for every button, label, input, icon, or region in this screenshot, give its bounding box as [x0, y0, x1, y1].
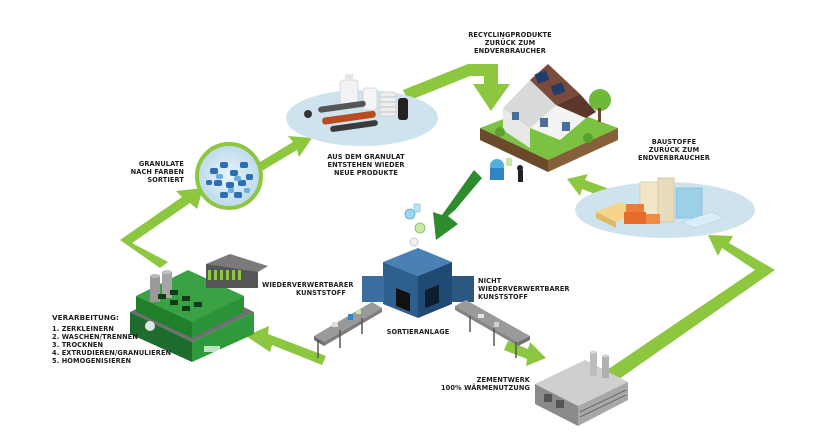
label-recyclable-plastic: WIEDERVERWERTBARER KUNSTSTOFF — [262, 281, 354, 297]
processing-step: 2. WASCHEN/TRENNEN — [52, 333, 138, 341]
processing-steps-list: VERARBEITUNG: 1. ZERKLEINERN 2. WASCHEN/… — [52, 313, 172, 366]
processing-step: 4. EXTRUDIEREN/GRANULIEREN — [52, 349, 172, 357]
arrow-factory-to-granulate — [120, 188, 203, 268]
arrow-granulate-to-products — [250, 136, 312, 175]
label-sorting-plant: SORTIERANLAGE — [386, 328, 450, 336]
arrow-consumer-to-sorting — [433, 170, 482, 240]
label-granulate: GRANULATE NACH FARBEN SORTIERT — [130, 160, 184, 184]
consumer-house-illustration — [480, 64, 618, 182]
arrow-cement-to-materials — [604, 235, 775, 384]
building-materials-illustration — [575, 177, 755, 238]
arrow-products-to-consumer — [403, 64, 510, 111]
granulate-circle-illustration — [195, 142, 263, 210]
cement-plant-illustration — [535, 350, 628, 426]
new-products-illustration — [286, 74, 438, 146]
sorting-plant-illustration — [362, 203, 474, 318]
label-building-materials: BAUSTOFFE ZURÜCK ZUM ENDVERBRAUCHER — [638, 138, 710, 162]
processing-step: 3. TROCKNEN — [52, 341, 104, 349]
processing-title: VERARBEITUNG: — [52, 313, 119, 322]
label-non-recyclable-plastic: NICHT WIEDERVERWERTBARER KUNSTSTOFF — [478, 277, 570, 301]
label-new-products: AUS DEM GRANULAT ENTSTEHEN WIEDER NEUE P… — [327, 153, 405, 177]
processing-step: 5. HOMOGENISIEREN — [52, 357, 132, 365]
processing-step: 1. ZERKLEINERN — [52, 325, 115, 333]
recycling-factory-illustration — [130, 254, 268, 362]
conveyor-recyclable — [314, 302, 382, 358]
conveyor-non-recyclable — [455, 300, 530, 358]
label-cement-plant: ZEMENTWERK 100% WÄRMENUTZUNG — [440, 376, 530, 392]
label-consumer: RECYCLINGPRODUKTE ZURÜCK ZUM ENDVERBRAUC… — [468, 31, 552, 55]
arrow-sorting-to-factory — [246, 326, 326, 365]
arrow-sorting-to-cement — [504, 341, 546, 366]
